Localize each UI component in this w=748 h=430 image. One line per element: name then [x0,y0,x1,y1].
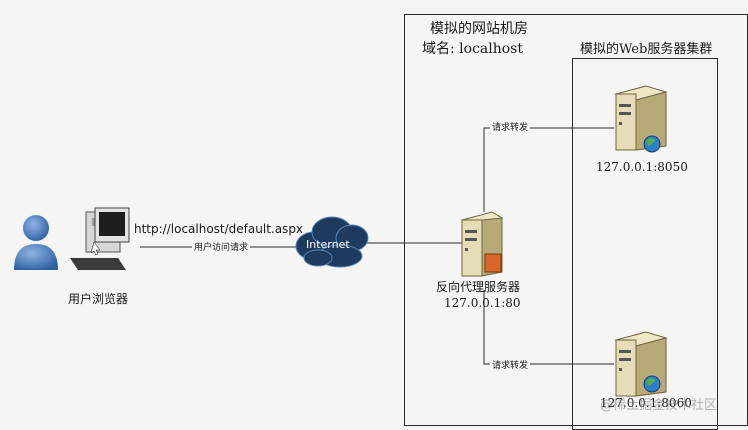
datacenter-title: 模拟的网站机房 [430,21,528,37]
forward-label-top: 请求转发 [490,120,531,133]
server-icon [614,331,668,397]
forward-label-bottom: 请求转发 [490,358,531,371]
cloud-icon [295,216,369,268]
request-label: 用户访问请求 [192,240,251,253]
client-url: http://localhost/default.aspx [134,222,304,236]
server1-addr: 127.0.0.1:8050 [596,160,688,174]
user-icon [14,215,58,270]
server2-addr: 127.0.0.1:8060 [600,396,692,410]
globe-icon [643,135,661,153]
watermark: @稀土掘金技术社区 [600,398,718,413]
proxy-to-server1-line [483,127,614,212]
globe-icon [643,375,661,393]
proxy-name: 反向代理服务器 [436,280,521,294]
diagram-canvas: 模拟的网站机房 域名: localhost 模拟的Web服务器集群 用户浏览器 … [14,14,748,430]
proxy-addr: 127.0.0.1:80 [444,296,521,310]
webfarm-title: 模拟的Web服务器集群 [580,42,713,57]
client-label: 用户浏览器 [68,292,129,306]
cloud-label: Internet [306,238,350,251]
server-icon [460,211,504,277]
computer-icon [70,207,130,270]
datacenter-domain: 域名: localhost [422,41,523,57]
proxy-to-server2-line [483,290,614,365]
server-icon [614,85,668,151]
